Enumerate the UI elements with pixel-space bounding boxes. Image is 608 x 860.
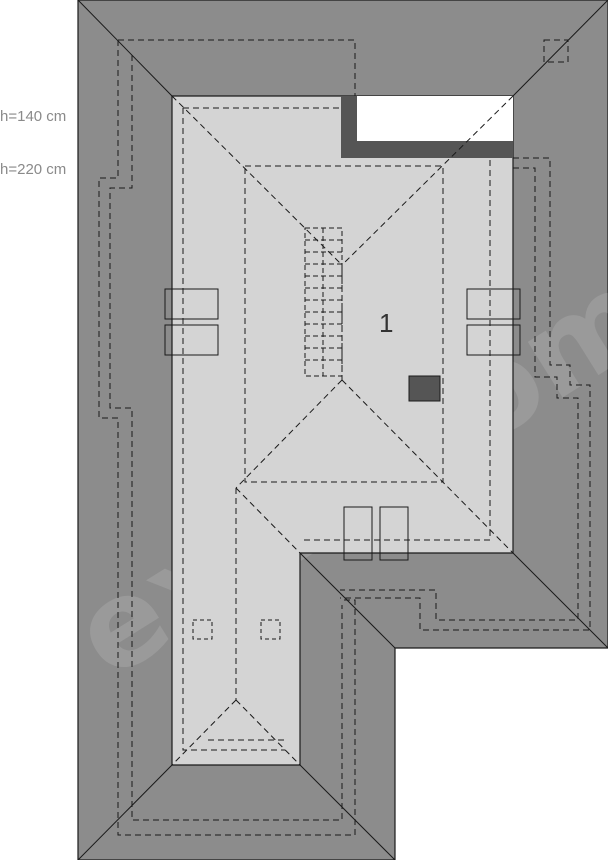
- roof-window-left-top: [164, 288, 219, 320]
- small-windows: [192, 619, 281, 640]
- roof-windows: [164, 288, 521, 561]
- attic-hip-lines: [171, 95, 514, 766]
- roof-window-bottom-right: [379, 506, 409, 561]
- height-label-140: h=140 cm: [0, 108, 66, 125]
- roof-window-bottom-left: [343, 506, 373, 561]
- height-label-220: h=220 cm: [0, 161, 66, 178]
- roof-window-right-top: [466, 288, 521, 320]
- roof-window-right-bottom: [466, 324, 521, 356]
- height-contours: [182, 107, 491, 751]
- roof-window-left-bottom: [164, 324, 219, 356]
- chimney: [408, 375, 441, 402]
- stair-void-opening: [357, 96, 513, 141]
- roof-hip-lines: [77, 0, 608, 860]
- roof-dashed-lines: [98, 39, 591, 836]
- staircase: [304, 227, 343, 377]
- room-number: 1: [379, 308, 393, 338]
